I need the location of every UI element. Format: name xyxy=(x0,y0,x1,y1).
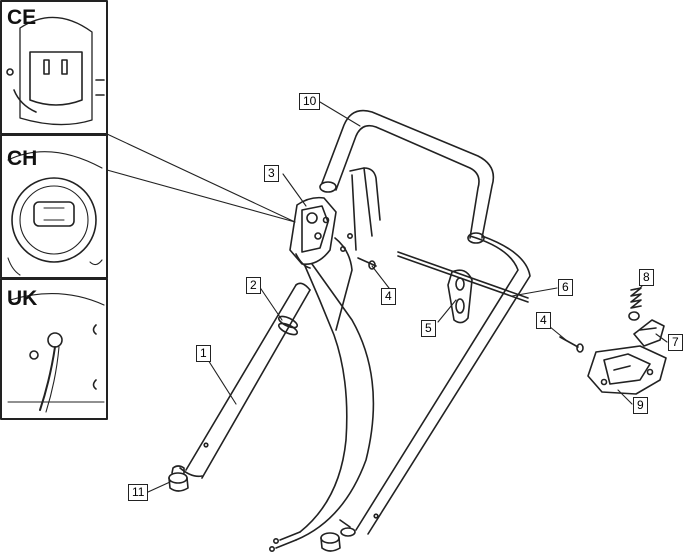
callout-part-4b: 4 xyxy=(536,312,551,329)
bracket-drawing xyxy=(587,345,667,395)
inset-panel-uk xyxy=(0,278,108,420)
screw-drawing xyxy=(357,257,584,353)
callout-part-11: 11 xyxy=(128,484,149,501)
callout-part-6: 6 xyxy=(558,279,573,296)
latch-drawing xyxy=(633,319,665,347)
callout-part-10: 10 xyxy=(299,93,321,110)
end-cap-drawing xyxy=(168,465,341,552)
callout-part-8: 8 xyxy=(639,269,654,286)
region-label-uk: UK xyxy=(7,287,38,310)
cable-clip-drawing xyxy=(277,315,299,336)
callout-part-7: 7 xyxy=(668,334,683,351)
cable-drawing xyxy=(268,263,375,552)
rod-drawing xyxy=(397,251,529,303)
spring-drawing xyxy=(628,287,642,321)
callout-part-3: 3 xyxy=(264,165,279,182)
callout-part-4a: 4 xyxy=(381,288,396,305)
lower-tube-drawing xyxy=(179,282,311,479)
callout-leader-lines xyxy=(147,101,668,493)
callout-part-5: 5 xyxy=(421,320,436,337)
callout-part-1: 1 xyxy=(196,345,211,362)
upper-handle-drawing xyxy=(319,109,531,537)
detail-leader-lines xyxy=(106,133,296,223)
callout-part-2: 2 xyxy=(246,277,261,294)
cable-hook-drawing xyxy=(447,269,473,324)
callout-part-9: 9 xyxy=(633,397,648,414)
region-label-ch: CH xyxy=(7,147,38,170)
region-label-ce: CE xyxy=(7,6,37,29)
switch-box-drawing xyxy=(289,196,337,269)
